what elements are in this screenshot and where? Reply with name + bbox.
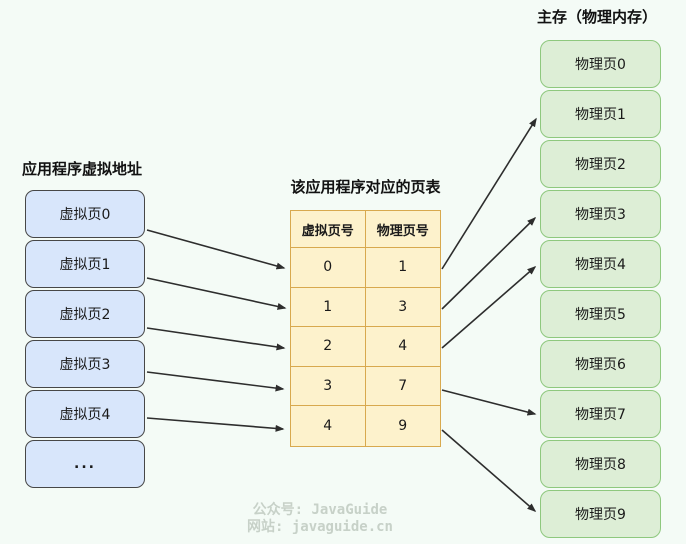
virtual-address-title: 应用程序虚拟地址 (22, 160, 143, 178)
arrow-row3-to-ppage7 (441, 389, 537, 416)
page-table-row4-physical: 9 (398, 417, 408, 434)
physical-page-4-label: 物理页4 (575, 257, 626, 273)
page-table-row0-physical: 1 (365, 248, 440, 288)
page-table-row4-virtual: 4 (291, 406, 366, 446)
arrow-vpage4-to-row4 (146, 417, 285, 432)
physical-page-3-label: 物理页3 (575, 207, 626, 223)
physical-page-0-label: 物理页0 (575, 57, 626, 73)
virtual-page-0-label: 虚拟页0 (59, 207, 111, 223)
physical-page-6: 物理页6 (540, 340, 661, 388)
page-table-row3-physical: 7 (365, 367, 440, 406)
physical-page-2: 物理页2 (540, 140, 661, 188)
physical-page-1-label: 物理页1 (575, 107, 626, 123)
physical-page-1: 物理页1 (540, 90, 661, 138)
page-table-row3-virtual: 3 (291, 366, 366, 406)
physical-page-9: 物理页9 (540, 490, 661, 538)
page-table-row1-virtual: 1 (291, 287, 366, 327)
physical-page-9-label: 物理页9 (575, 507, 626, 523)
arrow-row4-to-ppage9 (441, 429, 537, 512)
virtual-page-1: 虚拟页1 (25, 240, 145, 288)
physical-page-3: 物理页3 (540, 190, 661, 238)
virtual-page-1-label: 虚拟页1 (59, 257, 111, 273)
virtual-page-3: 虚拟页3 (25, 340, 145, 388)
virtual-page-ellipsis-label: ... (74, 456, 96, 472)
virtual-page-4-label: 虚拟页4 (59, 407, 111, 423)
page-table-title: 该应用程序对应的页表 (290, 178, 441, 196)
page-table-header-physical: 物理页号 (365, 211, 440, 248)
physical-page-7: 物理页7 (540, 390, 661, 438)
arrow-vpage0-to-row0 (146, 229, 286, 270)
arrow-vpage2-to-row2 (146, 327, 286, 351)
page-table-row2-virtual: 2 (291, 327, 366, 367)
physical-page-8-label: 物理页8 (575, 457, 626, 473)
page-table-row2-physical: 4 (365, 327, 440, 367)
physical-page-4: 物理页4 (540, 240, 661, 288)
physical-page-8: 物理页8 (540, 440, 661, 488)
virtual-page-4: 虚拟页4 (25, 390, 145, 438)
physical-page-5-label: 物理页5 (575, 307, 626, 323)
virtual-page-3-label: 虚拟页3 (59, 357, 111, 373)
virtual-page-0: 虚拟页0 (25, 190, 145, 238)
page-table: 虚拟页号 物理页号 0 1 1 3 2 4 3 7 4 9 (290, 210, 441, 447)
physical-page-5: 物理页5 (540, 290, 661, 338)
physical-page-7-label: 物理页7 (575, 407, 626, 423)
page-table-row1-physical: 3 (365, 288, 440, 327)
virtual-page-2-label: 虚拟页2 (59, 307, 111, 323)
page-table-row0-virtual: 0 (291, 248, 366, 288)
watermark-wechat: 公众号: JavaGuide (252, 502, 388, 518)
arrow-vpage1-to-row1 (146, 277, 287, 310)
physical-page-2-label: 物理页2 (575, 157, 626, 173)
watermark: 公众号: JavaGuide 网站: javaguide.cn (180, 502, 460, 536)
physical-page-0: 物理页0 (540, 40, 661, 88)
physical-page-6-label: 物理页6 (575, 357, 626, 373)
watermark-website: 网站: javaguide.cn (246, 519, 393, 535)
arrow-row1-to-ppage3 (441, 216, 537, 310)
virtual-page-ellipsis: ... (25, 440, 145, 488)
main-memory-title: 主存（物理内存） (537, 8, 658, 26)
virtual-page-2: 虚拟页2 (25, 290, 145, 338)
arrow-vpage3-to-row3 (146, 371, 285, 392)
page-table-header-virtual: 虚拟页号 (291, 211, 366, 248)
arrow-row2-to-ppage4 (441, 266, 537, 349)
